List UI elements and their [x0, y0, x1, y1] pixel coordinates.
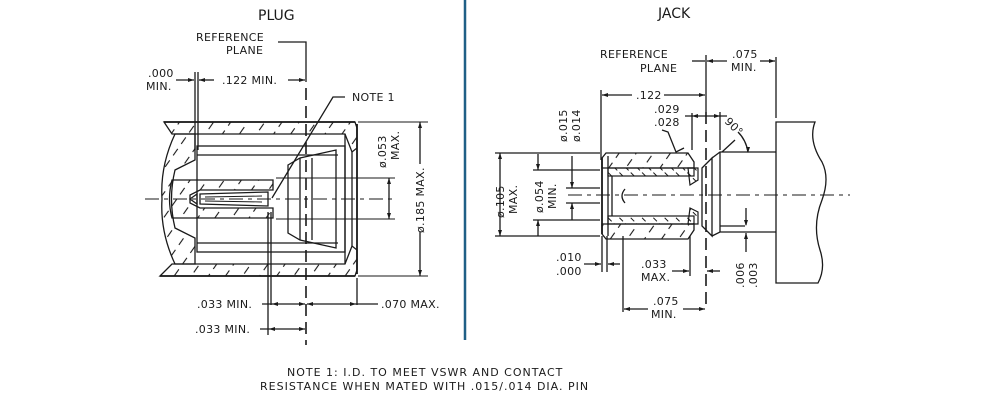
plug-contact-tip [188, 192, 198, 206]
plug-dim-070: .070 MAX. [381, 298, 440, 311]
arrowhead [744, 233, 748, 239]
arrowhead [699, 307, 705, 311]
arrowhead [498, 153, 502, 159]
jack-dim-003: .003 [747, 262, 760, 288]
plug-contact-body [168, 179, 274, 219]
plug-dim-053-label: MAX. [389, 131, 402, 160]
note-leader [271, 96, 345, 199]
jack-pin-hole [621, 188, 626, 204]
jack-angle-90: 90° [722, 115, 746, 139]
plug-dim-033-a: .033 MIN. [197, 298, 252, 311]
leader [661, 129, 685, 153]
arrowhead [272, 302, 278, 306]
edge [204, 195, 263, 198]
arrowhead [498, 230, 502, 236]
jack-dim-105-label: MAX. [507, 185, 520, 214]
arrowhead [570, 182, 574, 188]
jack-sleeve-bottom [601, 223, 695, 240]
jack-dim-075-top-label: MIN. [731, 61, 757, 74]
jack-dim-006: .006 [734, 262, 747, 288]
plug-dim-122: .122 MIN. [222, 74, 277, 87]
jack-body-bottom [711, 231, 776, 237]
jack-dim-105-value: ø.105 [494, 185, 507, 218]
jack-ref-plane-label-1: REFERENCE [600, 48, 668, 61]
jack-ref-plane-label-2: PLANE [640, 62, 677, 75]
plug-dim-185: ø.185 MAX. [414, 167, 427, 233]
plug-view: PLUG REFERENCE PLANE .000 MIN. .122 MIN.… [145, 8, 440, 345]
arrowhead [699, 93, 705, 97]
plug-ref-plane-leader [278, 41, 307, 82]
arrowhead [746, 147, 750, 153]
note-block: NOTE 1: I.D. TO MEET VSWR AND CONTACT RE… [260, 366, 589, 393]
plug-contact-slot [199, 191, 269, 207]
arrowhead [387, 178, 391, 184]
plug-note-callout: NOTE 1 [352, 91, 395, 104]
jack-dim-054-value: ø.054 [533, 180, 546, 213]
arrowhead [418, 270, 422, 276]
arrowhead [595, 262, 601, 266]
plug-dim-000-value: .000 [148, 67, 174, 80]
note-line-2: RESISTANCE WHEN MATED WITH .015/.014 DIA… [260, 380, 589, 393]
plug-ref-plane-label-2: PLANE [226, 44, 263, 57]
jack-dim-015: ø.015 [557, 109, 570, 142]
arrowhead [624, 307, 630, 311]
arrowhead [350, 302, 356, 306]
angle-line [721, 139, 736, 153]
plug-dim-053-value: ø.053 [376, 135, 389, 168]
jack-slot-bottom [687, 207, 699, 225]
jack-dim-028: .028 [654, 116, 680, 129]
arrowhead [683, 269, 689, 273]
jack-flange [775, 121, 827, 284]
jack-sleeve-top [601, 152, 695, 169]
jack-dim-075-bottom-label: MIN. [651, 308, 677, 321]
arrowhead [387, 213, 391, 219]
jack-view: JACK REFERENCE PLANE .075 MIN. .122 .029… [494, 6, 850, 321]
jack-dim-029: .029 [654, 103, 680, 116]
plug-dim-000-label: MIN. [146, 80, 172, 93]
jack-dim-075-bottom-value: .075 [653, 295, 679, 308]
jack-contact-wall-top [607, 167, 695, 177]
jack-dim-033-label: MAX. [641, 271, 670, 284]
arrowhead [714, 114, 720, 118]
arrowhead [692, 114, 698, 118]
arrowhead [536, 220, 540, 226]
jack-neck [701, 156, 713, 238]
note-line-1: NOTE 1: I.D. TO MEET VSWR AND CONTACT [287, 366, 563, 379]
plug-title: PLUG [258, 8, 295, 24]
jack-dim-075-top-value: .075 [732, 48, 758, 61]
arrowhead [269, 327, 275, 331]
jack-contact-wall-bottom [607, 215, 695, 225]
edge [204, 200, 263, 203]
arrowhead [299, 302, 305, 306]
jack-title: JACK [657, 6, 691, 22]
plug-dim-033-b: .033 MIN. [195, 323, 250, 336]
jack-dim-000: .000 [556, 265, 582, 278]
jack-slot-top [687, 167, 699, 187]
arrowhead [570, 203, 574, 209]
arrowhead [744, 220, 748, 226]
arrowhead [769, 59, 775, 63]
arrowhead [418, 122, 422, 128]
jack-dim-033-value: .033 [641, 258, 667, 271]
jack-body-top [711, 151, 776, 159]
arrowhead [299, 78, 305, 82]
jack-dim-010: .010 [556, 251, 582, 264]
plug-ref-plane-label-1: REFERENCE [196, 31, 264, 44]
jack-dim-122: .122 [636, 89, 662, 102]
arrowhead [299, 327, 305, 331]
jack-dim-054-label: MIN. [546, 183, 559, 209]
arrowhead [188, 78, 194, 82]
arrowhead [536, 164, 540, 170]
jack-dim-014: ø.014 [570, 109, 583, 142]
